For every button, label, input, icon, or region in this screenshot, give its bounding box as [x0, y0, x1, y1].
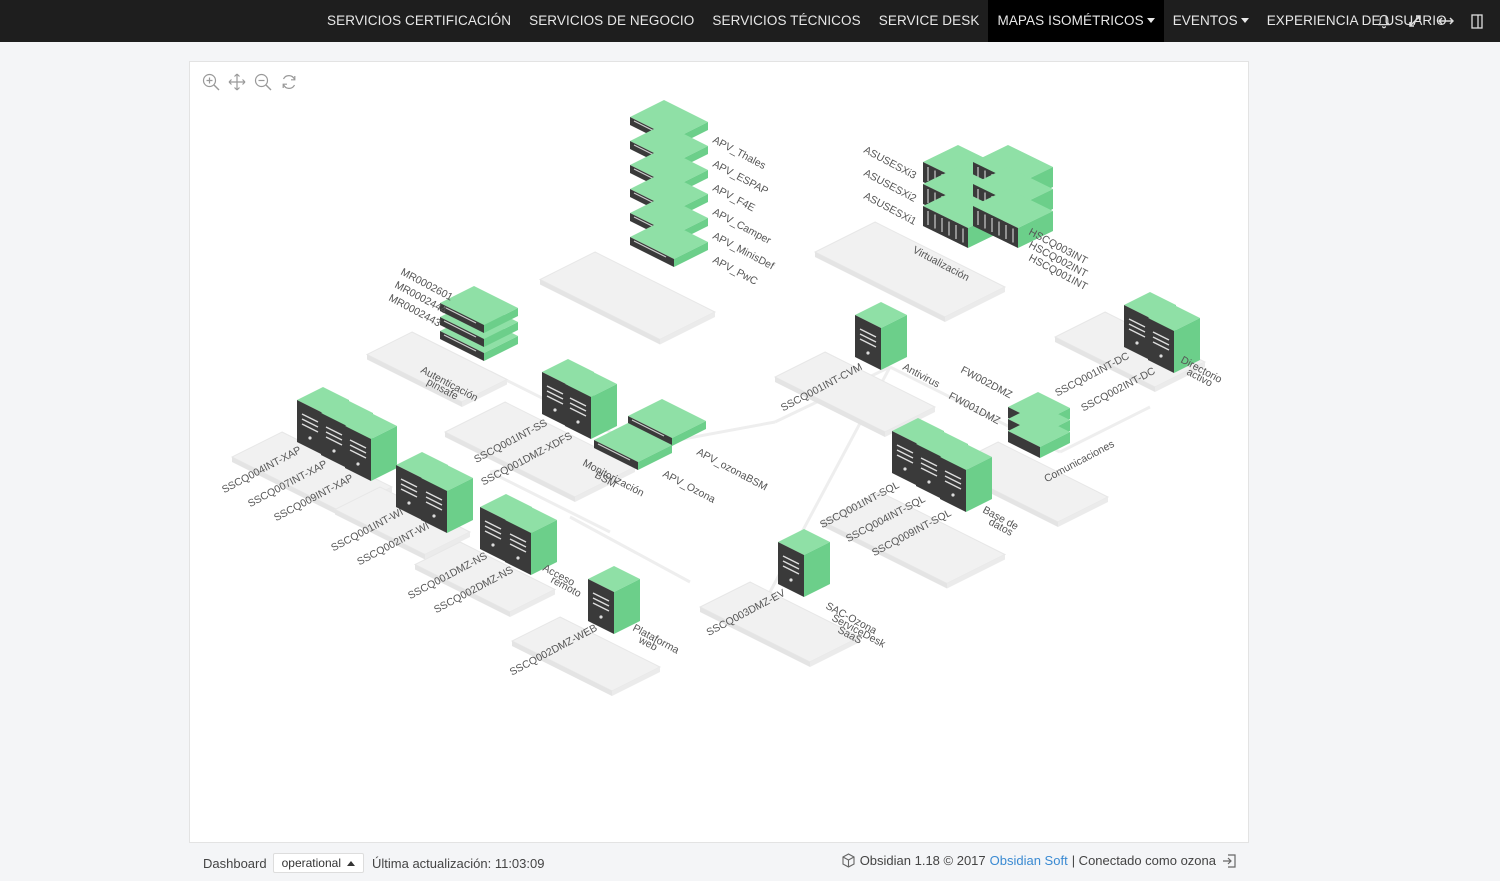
nav-service-desk[interactable]: SERVICE DESK: [878, 13, 980, 28]
nav-experiencia-usuario[interactable]: EXPERIENCIA DE USUARIO: [1266, 13, 1447, 28]
nav-servicios-certificacion[interactable]: SERVICIOS CERTIFICACIÓN: [327, 13, 512, 28]
pan-icon[interactable]: [224, 71, 250, 93]
zoom-out-icon[interactable]: [250, 71, 276, 93]
dashboard-label: Dashboard: [203, 855, 267, 871]
nav-servicios-negocio[interactable]: SERVICIOS DE NEGOCIO: [529, 13, 695, 28]
map-toolbar: [198, 71, 302, 93]
product-version: Obsidian 1.18 © 2017: [859, 853, 986, 868]
apv-label: APV_ozonaBSM: [695, 446, 770, 493]
footer: Dashboard operational Última actualizaci…: [0, 848, 1500, 878]
server-tower[interactable]: [855, 302, 907, 370]
zoom-in-icon[interactable]: [198, 71, 224, 93]
nav-eventos[interactable]: EVENTOS: [1164, 0, 1258, 42]
logout-icon[interactable]: [1222, 853, 1236, 868]
company-link[interactable]: Obsidian Soft: [989, 853, 1068, 868]
caret-down-icon: [1240, 18, 1249, 23]
top-icons: [1368, 0, 1492, 42]
server-tower[interactable]: [1148, 305, 1200, 373]
dashboard-select[interactable]: operational: [272, 853, 364, 873]
server-tower[interactable]: [940, 444, 992, 512]
expand-icon[interactable]: [1399, 0, 1430, 42]
rack-bsm[interactable]: [594, 423, 672, 470]
horizontal-resize-icon[interactable]: [1430, 0, 1461, 42]
apv-label: APV_Ozona: [661, 468, 718, 506]
isometric-map: APV_ThalesAPV_ESPAPAPV_F4EAPV_CamperAPV_…: [220, 100, 1224, 696]
connected-as: | Conectado como ozona: [1071, 853, 1216, 868]
fw-label: FW001DMZ: [947, 390, 1003, 427]
caret-down-icon: [1146, 18, 1155, 23]
server-tower[interactable]: [421, 465, 473, 533]
fw-label: FW002DMZ: [959, 364, 1015, 401]
group-apv: APV_ThalesAPV_ESPAPAPV_F4EAPV_CamperAPV_…: [538, 100, 776, 345]
group-autenticacion: MR0002601MR0002444MR0002443Autenticación…: [365, 266, 518, 407]
rack-bsm[interactable]: [628, 399, 706, 446]
caret-up-icon: [347, 861, 355, 866]
sidebar-toggle-icon[interactable]: [1461, 0, 1492, 42]
server-tower[interactable]: [588, 566, 640, 634]
server-tower[interactable]: [565, 371, 617, 439]
blade-chassis[interactable]: [973, 189, 1053, 248]
reset-icon[interactable]: [276, 71, 302, 93]
nav-servicios-tecnicos[interactable]: SERVICIOS TÉCNICOS: [712, 13, 861, 28]
rack-apv[interactable]: [630, 220, 708, 267]
obsidian-logo-icon: [842, 853, 855, 868]
group-label: Plataforma: [631, 622, 682, 657]
bell-icon[interactable]: [1368, 0, 1399, 42]
nav-mapas-isometricos[interactable]: MAPAS ISOMÉTRICOS: [988, 0, 1164, 42]
last-update-text: Última actualización: 11:03:09: [372, 855, 545, 871]
top-navbar: SERVICIOS CERTIFICACIÓN SERVICIOS DE NEG…: [0, 0, 1500, 42]
group-virtualizacion: ASUSESXi3ASUSESXi2ASUSESXi1HSCQ003INTHSC…: [813, 144, 1090, 322]
server-tower[interactable]: [505, 507, 557, 575]
main-nav: SERVICIOS CERTIFICACIÓN SERVICIOS DE NEG…: [318, 0, 1456, 42]
firewall-stack[interactable]: [1008, 392, 1070, 458]
server-tower[interactable]: [345, 413, 397, 481]
rack-auth[interactable]: [440, 286, 518, 333]
server-tower[interactable]: [778, 529, 830, 597]
